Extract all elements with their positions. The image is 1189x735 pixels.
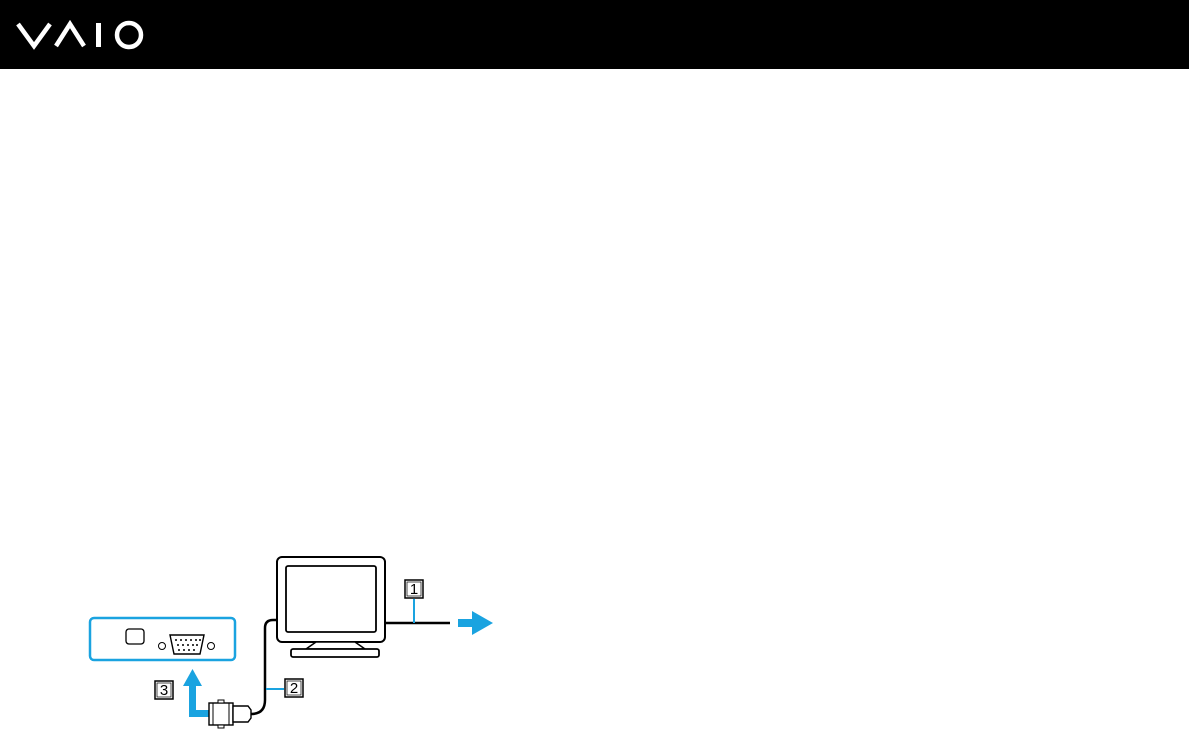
power-cord-outlet <box>385 599 493 635</box>
insert-arrow-icon <box>183 669 209 717</box>
vaio-logo <box>16 20 152 50</box>
vga-connector <box>209 700 251 728</box>
monitor-connection-diagram: 1 2 3 <box>80 550 520 735</box>
callout-3: 3 <box>155 681 173 699</box>
callout-2: 2 <box>285 679 303 697</box>
callout-3-label: 3 <box>160 682 168 699</box>
callout-2-label: 2 <box>290 680 298 697</box>
computer-panel <box>90 618 235 660</box>
callout-1: 1 <box>405 580 423 598</box>
header-bar <box>0 0 1189 69</box>
callout-1-label: 1 <box>410 581 418 598</box>
monitor <box>277 557 385 657</box>
monitor-port <box>170 635 204 654</box>
